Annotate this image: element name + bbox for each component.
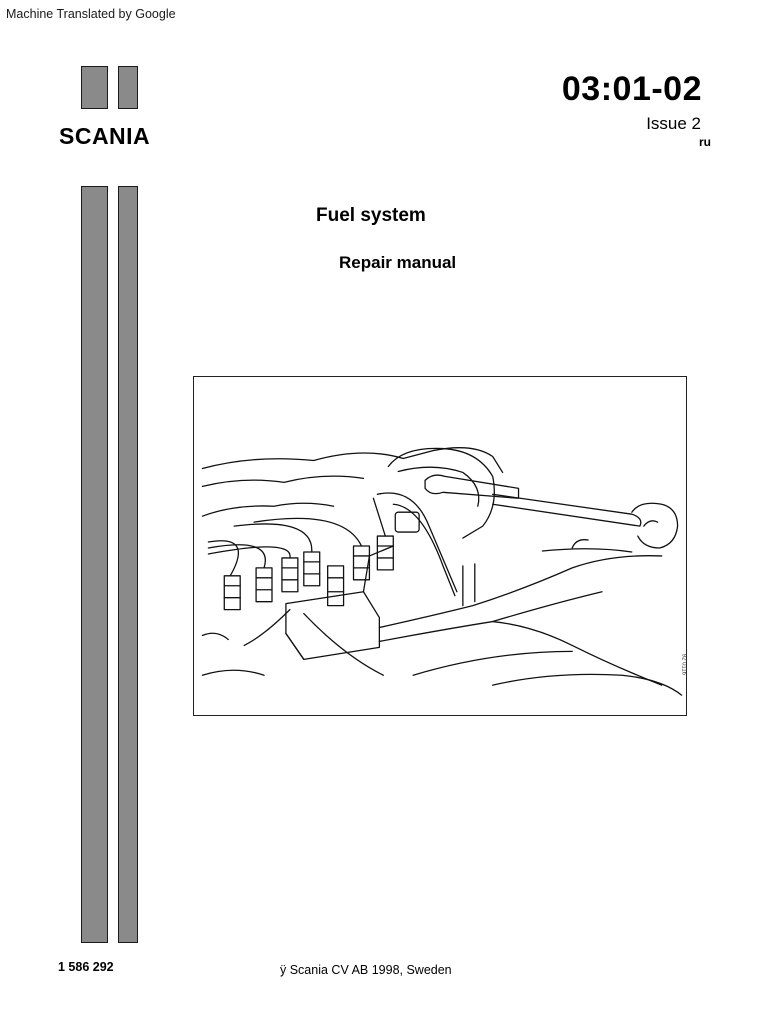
language-code: ru — [699, 135, 711, 149]
issue-label: Issue 2 — [646, 114, 701, 133]
scania-logo: SCANIA — [59, 123, 151, 149]
engine-illustration: 92 0116 — [193, 376, 687, 716]
translation-note: Machine Translated by Google — [6, 7, 176, 21]
part-number: 1 586 292 — [58, 960, 114, 974]
side-bar-long-left — [81, 186, 108, 943]
page-title: Fuel system — [316, 205, 426, 226]
side-bar-top-left — [81, 66, 108, 109]
copyright-notice: ÿ Scania CV AB 1998, Sweden — [280, 963, 452, 977]
page-subtitle: Repair manual — [339, 253, 457, 272]
fuel-injection-line-drawing — [201, 447, 683, 696]
side-bar-top-right — [118, 66, 138, 109]
document-number: 03:01-02 — [561, 70, 702, 108]
side-bar-long-right — [118, 186, 138, 943]
illustration-code: 92 0116 — [680, 653, 686, 675]
